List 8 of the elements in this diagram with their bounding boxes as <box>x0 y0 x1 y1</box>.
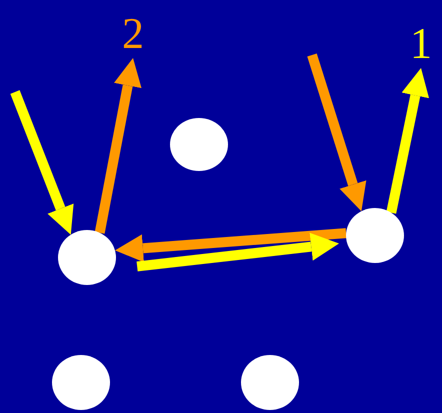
arrow <box>10 90 74 235</box>
arrow <box>136 232 340 272</box>
arrow <box>115 228 346 262</box>
number-label: 1 <box>410 22 432 66</box>
number-label: 2 <box>122 12 144 56</box>
arrow <box>307 54 366 212</box>
arrow <box>386 68 430 214</box>
arrow <box>94 58 142 234</box>
